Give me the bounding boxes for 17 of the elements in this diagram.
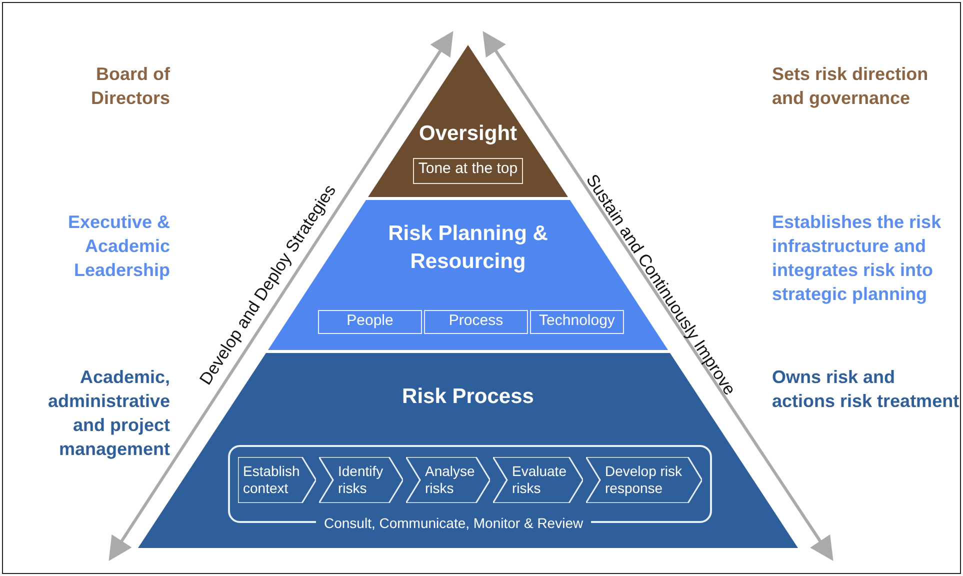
process-step: Develop risk response <box>586 457 702 503</box>
process-step: Establish context <box>238 457 316 503</box>
role-label: Academic, administrative and project management <box>46 366 170 461</box>
process-step: Evaluate risks <box>493 457 583 503</box>
description-label: Establishes the risk infrastructure and integrates risk into strategic planning <box>772 211 942 306</box>
description-label: Sets risk direction and governance <box>772 63 930 110</box>
label-box: People <box>318 310 422 334</box>
description-label: Owns risk and actions risk treatment <box>772 366 960 413</box>
label-box: Tone at the top <box>413 158 523 184</box>
label-box: Process <box>424 310 528 334</box>
tier-title: Risk Planning & Resourcing <box>388 221 548 275</box>
process-step: Identify risks <box>319 457 403 503</box>
tier-title: Oversight <box>418 121 518 147</box>
role-label: Executive & Academic Leadership <box>66 211 170 282</box>
process-step: Analyse risks <box>406 457 490 503</box>
role-label: Board of Directors <box>90 63 170 110</box>
label-box: Technology <box>530 310 624 334</box>
